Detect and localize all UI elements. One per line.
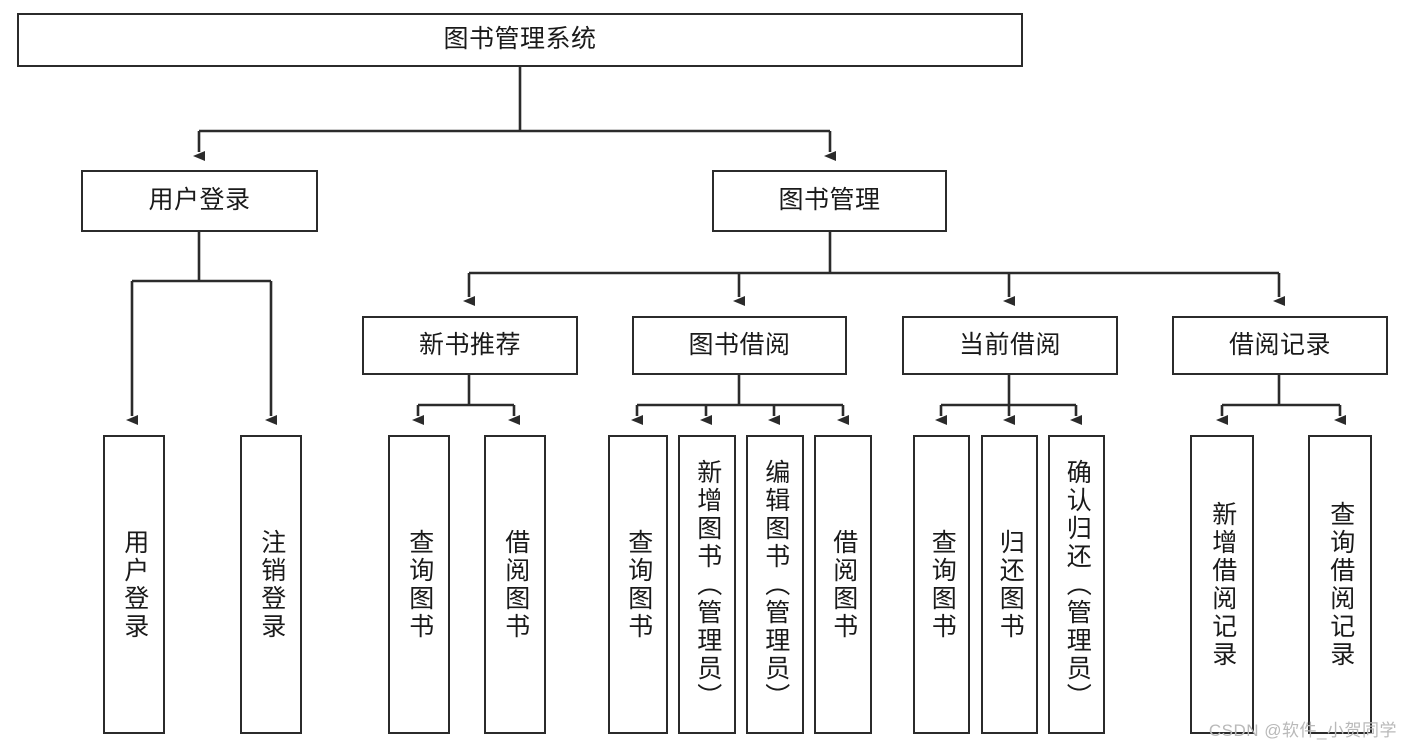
node-label: 当前借阅 — [958, 330, 1061, 359]
node-leaf-user-logout[interactable]: 注销登录 — [240, 435, 302, 734]
node-label: 图书管理 — [778, 186, 881, 215]
node-label: 查询借阅记录 — [1326, 500, 1355, 669]
node-label: 借阅图书 — [501, 528, 530, 641]
node-user-login[interactable]: 用户登录 — [81, 170, 318, 232]
watermark-text: CSDN @软件_小贺同学 — [1208, 721, 1397, 740]
node-leaf-return-book[interactable]: 归还图书 — [981, 435, 1038, 734]
node-book-manage[interactable]: 图书管理 — [712, 170, 947, 232]
node-leaf-add-book[interactable]: 新增图书（管理员） — [678, 435, 736, 734]
node-label: 确认归还（管理员） — [1063, 458, 1092, 711]
node-root-system[interactable]: 图书管理系统 — [17, 13, 1023, 67]
node-label: 查询图书 — [928, 528, 957, 641]
node-label: 归还图书 — [996, 528, 1025, 641]
node-label: 查询图书 — [405, 528, 434, 641]
node-label: 新书推荐 — [418, 330, 521, 359]
node-label: 图书借阅 — [688, 330, 791, 359]
node-leaf-borrow-book-2[interactable]: 借阅图书 — [814, 435, 872, 734]
node-leaf-query-book-3[interactable]: 查询图书 — [913, 435, 970, 734]
node-label: 新增借阅记录 — [1208, 500, 1237, 669]
node-label: 注销登录 — [257, 528, 286, 641]
node-borrow-record[interactable]: 借阅记录 — [1172, 316, 1388, 375]
node-label: 编辑图书（管理员） — [761, 458, 790, 711]
node-leaf-user-login[interactable]: 用户登录 — [103, 435, 165, 734]
node-label: 借阅图书 — [829, 528, 858, 641]
node-leaf-query-book-1[interactable]: 查询图书 — [388, 435, 450, 734]
node-leaf-query-book-2[interactable]: 查询图书 — [608, 435, 668, 734]
node-leaf-add-record[interactable]: 新增借阅记录 — [1190, 435, 1254, 734]
node-leaf-borrow-book-1[interactable]: 借阅图书 — [484, 435, 546, 734]
node-label: 用户登录 — [120, 528, 149, 641]
node-label: 借阅记录 — [1228, 330, 1331, 359]
node-book-borrow[interactable]: 图书借阅 — [632, 316, 847, 375]
node-current-borrow[interactable]: 当前借阅 — [902, 316, 1118, 375]
node-label: 图书管理系统 — [443, 25, 597, 54]
node-label: 查询图书 — [624, 528, 653, 641]
node-label: 用户登录 — [148, 186, 251, 215]
node-label: 新增图书（管理员） — [693, 458, 722, 711]
node-leaf-confirm-return[interactable]: 确认归还（管理员） — [1048, 435, 1105, 734]
node-leaf-edit-book[interactable]: 编辑图书（管理员） — [746, 435, 804, 734]
node-leaf-query-record[interactable]: 查询借阅记录 — [1308, 435, 1372, 734]
node-new-book-rec[interactable]: 新书推荐 — [362, 316, 578, 375]
